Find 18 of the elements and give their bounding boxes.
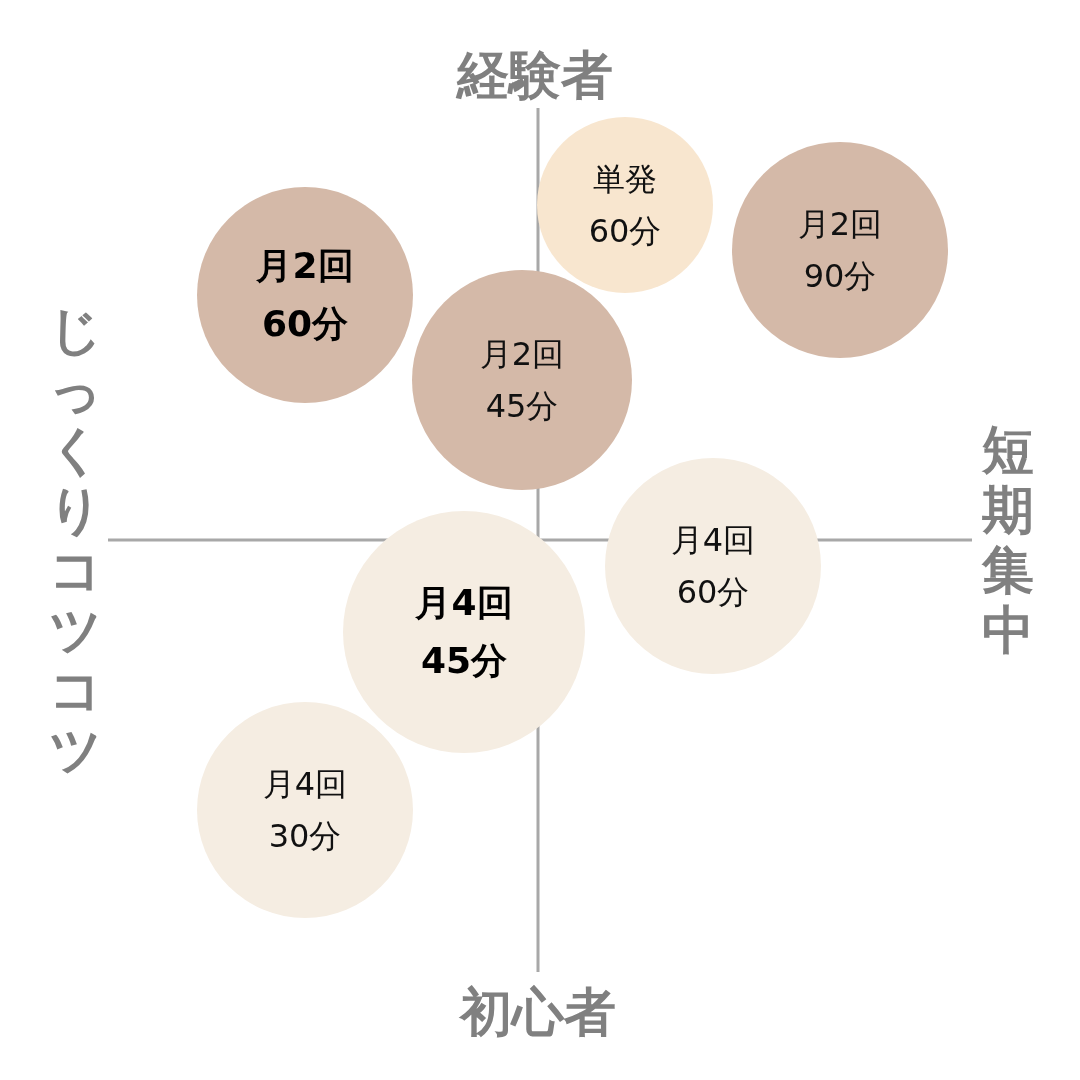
plan-text: 月4回 — [262, 764, 348, 805]
plan-text: 月2回 — [479, 334, 565, 375]
plan-text: 月4回 — [415, 581, 513, 625]
plan-text: 単発 — [593, 159, 657, 200]
plan-text: 45分 — [420, 639, 508, 683]
plan-text: 60分 — [588, 211, 662, 252]
axis-label: じっくりコツコツ — [49, 300, 101, 780]
plan-text: 60分 — [261, 302, 349, 346]
axis-label: 初心者 — [460, 986, 616, 1038]
axis-label: 短期集中 — [982, 420, 1034, 660]
plan-text: 90分 — [803, 256, 877, 297]
plan-text: 月4回 — [670, 520, 756, 561]
plan-text: 45分 — [485, 386, 559, 427]
axis-label: 経験者 — [457, 49, 613, 101]
plan-text: 月2回 — [797, 204, 883, 245]
plan-text: 30分 — [268, 816, 342, 857]
plan-text: 60分 — [676, 572, 750, 613]
plan-text: 月2回 — [256, 244, 354, 288]
